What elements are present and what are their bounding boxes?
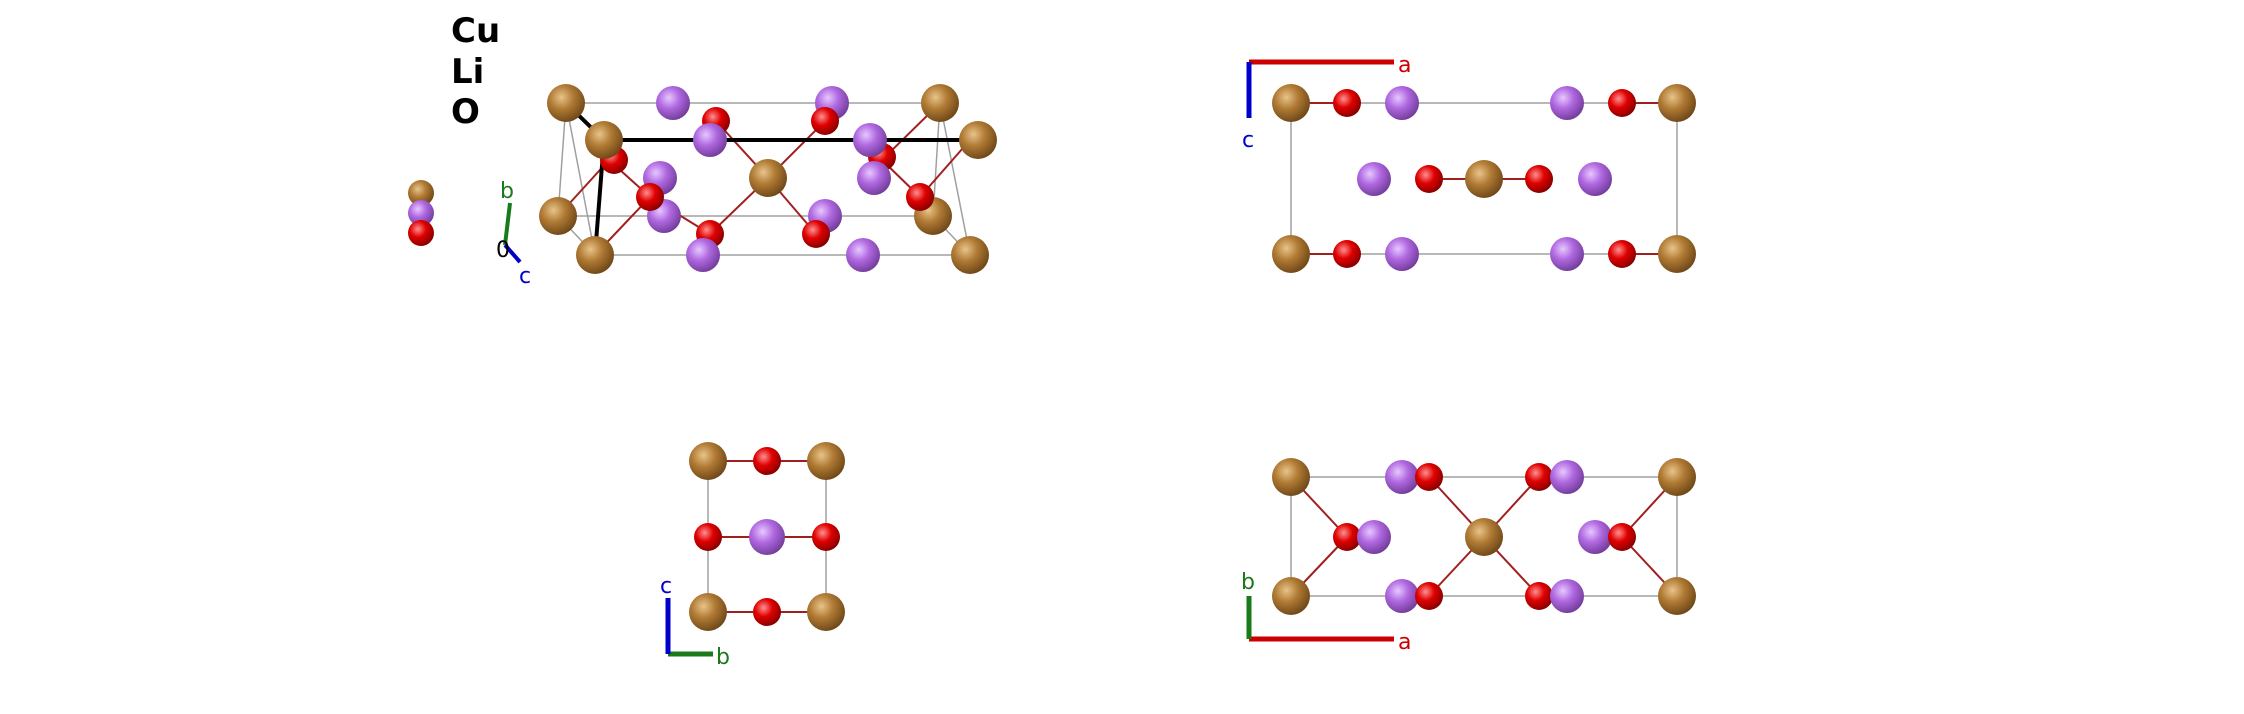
atom-group — [539, 84, 997, 274]
o-atom — [1525, 582, 1553, 610]
cu-atom — [689, 593, 727, 631]
cu-atom — [585, 121, 623, 159]
li-atom — [846, 238, 880, 272]
li-atom — [853, 123, 887, 157]
o-atom — [1415, 165, 1443, 193]
view-along-a-panel: b c — [660, 442, 845, 670]
o-atom — [636, 183, 664, 211]
axis-triad-ac: a c — [1242, 53, 1411, 153]
cu-atom — [1272, 84, 1310, 122]
cu-atom — [807, 442, 845, 480]
legend-o-atom-icon — [408, 220, 434, 246]
li-atom — [1550, 579, 1584, 613]
cu-atom — [1465, 518, 1503, 556]
o-atom — [1333, 240, 1361, 268]
cu-atom — [749, 159, 787, 197]
cu-atom — [1272, 235, 1310, 273]
cu-atom — [1658, 235, 1696, 273]
legend-label-o: O — [451, 92, 480, 132]
o-atom — [753, 598, 781, 626]
o-atom — [694, 523, 722, 551]
perspective-view-panel: 0 b c — [496, 84, 997, 289]
unit-cell-outline — [1290, 476, 1678, 597]
cu-atom — [1658, 577, 1696, 615]
cu-atom — [951, 236, 989, 274]
axis-label-b: b — [716, 645, 730, 670]
li-atom — [1550, 237, 1584, 271]
element-legend: Cu Li O — [408, 11, 500, 246]
cu-atom — [959, 121, 997, 159]
o-atom — [802, 220, 830, 248]
legend-swatches — [408, 180, 434, 246]
o-atom — [1525, 165, 1553, 193]
axis-label-c: c — [660, 574, 672, 599]
axis-triad-ab: a b — [1241, 570, 1411, 655]
unit-cell-outline — [1290, 102, 1678, 255]
li-atom — [1578, 520, 1612, 554]
li-atom — [686, 238, 720, 272]
o-atom — [1608, 240, 1636, 268]
view-along-b-panel: a c — [1242, 53, 1696, 273]
o-atom — [1415, 582, 1443, 610]
cu-atom — [689, 442, 727, 480]
cu-atom — [1272, 458, 1310, 496]
li-atom — [1385, 237, 1419, 271]
li-atom — [1578, 162, 1612, 196]
cu-atom — [807, 593, 845, 631]
o-atom — [1415, 463, 1443, 491]
o-atom — [1333, 89, 1361, 117]
axis-label-b: b — [500, 179, 514, 204]
o-atom — [906, 183, 934, 211]
axis-label-c: c — [519, 264, 531, 289]
legend-label-cu: Cu — [451, 11, 500, 51]
cu-atom — [1658, 458, 1696, 496]
atom-group — [1272, 458, 1696, 615]
view-along-c-panel: a b — [1241, 458, 1696, 655]
li-atom — [857, 161, 891, 195]
o-atom — [1608, 89, 1636, 117]
li-atom — [1550, 460, 1584, 494]
axis-label-origin: 0 — [496, 238, 510, 263]
li-atom — [656, 86, 690, 120]
li-atom — [693, 123, 727, 157]
cu-atom — [547, 84, 585, 122]
axis-label-c: c — [1242, 128, 1254, 153]
legend-label-li: Li — [451, 52, 484, 92]
axis-triad-bc: b c — [660, 574, 730, 670]
legend-li-atom-icon — [408, 200, 434, 226]
o-atom — [1333, 523, 1361, 551]
cu-atom — [1465, 160, 1503, 198]
o-atom — [753, 447, 781, 475]
axis-triad-3d: 0 b c — [496, 179, 531, 289]
cu-atom — [1658, 84, 1696, 122]
cu-atom — [539, 197, 577, 235]
axis-label-a: a — [1398, 53, 1411, 78]
li-atom — [1385, 460, 1419, 494]
li-atom — [1550, 86, 1584, 120]
o-atom — [812, 523, 840, 551]
li-atom — [749, 519, 785, 555]
o-atom — [811, 107, 839, 135]
li-atom — [1385, 579, 1419, 613]
o-atom — [1608, 523, 1636, 551]
axis-label-b: b — [1241, 570, 1255, 595]
li-atom — [1357, 162, 1391, 196]
cu-atom — [576, 236, 614, 274]
li-atom — [1357, 520, 1391, 554]
atom-group — [689, 442, 845, 631]
legend-cu-atom-icon — [408, 180, 434, 206]
axis-label-a: a — [1398, 630, 1411, 655]
cu-atom — [1272, 577, 1310, 615]
atom-group — [1272, 84, 1696, 273]
cu-atom — [921, 84, 959, 122]
o-atom — [1525, 463, 1553, 491]
li-atom — [1385, 86, 1419, 120]
